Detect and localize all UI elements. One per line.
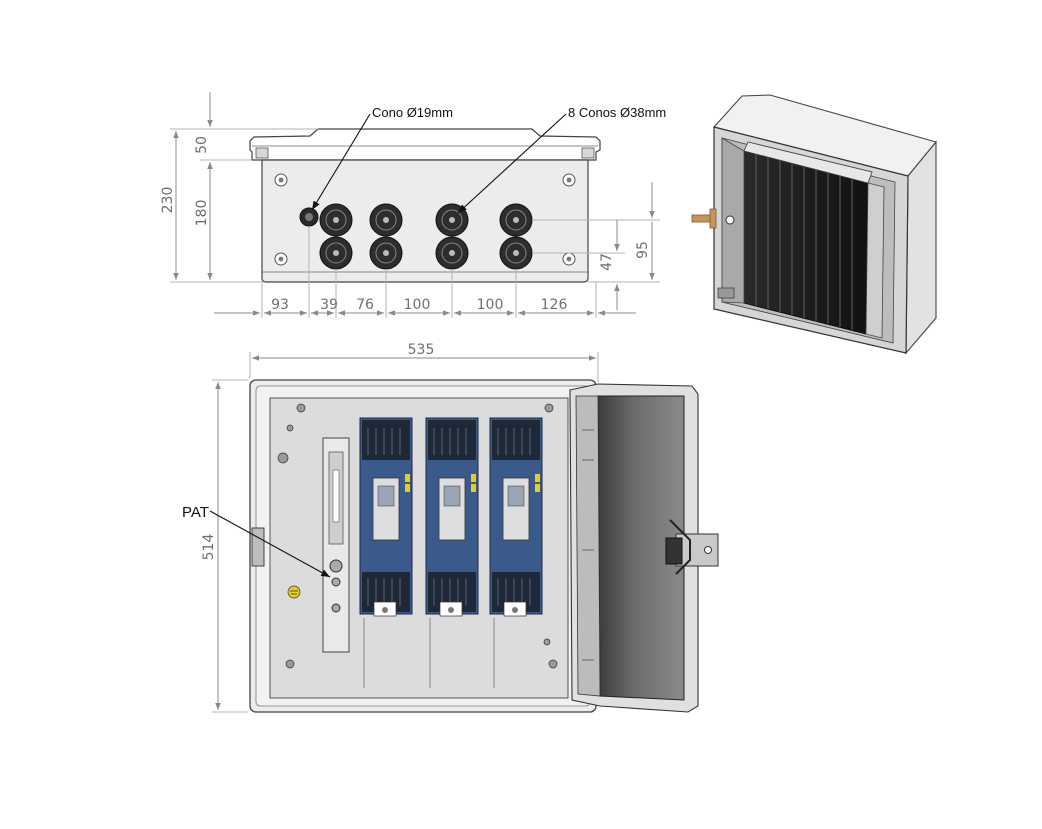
callout-large-cones: 8 Conos Ø38mm: [568, 105, 666, 120]
isometric-view: [691, 94, 937, 355]
dim-h-4: 100: [404, 297, 431, 313]
dim-h-3: 76: [356, 297, 374, 313]
dim-row-spacing: 47: [599, 253, 615, 271]
door-ribs: [755, 154, 853, 330]
fuse-holder: [425, 417, 479, 688]
dim-h-5: 100: [477, 297, 504, 313]
lock-icon: [725, 215, 735, 225]
dim-front-width: 535: [408, 342, 435, 358]
fuse-holder: [359, 417, 413, 688]
corner-screw-icon: [274, 173, 576, 266]
door-hinge-icon: [665, 533, 719, 567]
bottom-view: 230 50 180 47 95 93 39 76 100 100 126 Co…: [160, 92, 666, 318]
dim-lid-height: 50: [194, 136, 210, 154]
plate-screw-icon: [277, 403, 558, 669]
small-cone-icon: [299, 207, 319, 227]
callout-earth: PAT: [182, 504, 209, 521]
dim-h-6: 126: [541, 297, 568, 313]
callout-small-cone: Cono Ø19mm: [372, 105, 453, 120]
dim-cone-row-height: 95: [635, 241, 651, 259]
key-icon: [691, 208, 717, 229]
fuse-holder: [489, 417, 543, 688]
earth-symbol-icon: [287, 585, 301, 599]
dim-h-1: 93: [271, 297, 289, 313]
left-hinge-icon: [251, 527, 265, 567]
dim-body-height: 180: [194, 200, 210, 227]
dim-front-height: 514: [201, 534, 217, 561]
front-view: 535 514 PAT: [182, 342, 719, 713]
dim-h-2: 39: [320, 297, 338, 313]
dim-total-height: 230: [160, 187, 176, 214]
